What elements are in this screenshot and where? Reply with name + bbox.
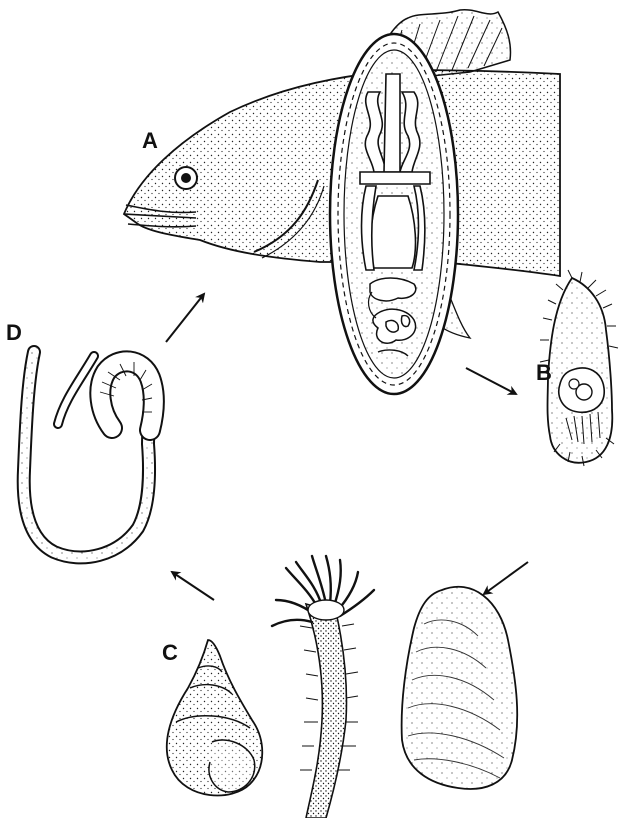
snail-host [167, 640, 263, 796]
adult-worm [330, 34, 458, 394]
label-c: C [162, 640, 178, 665]
label-b: B [536, 360, 552, 385]
polychaete-host [272, 556, 374, 818]
arrow-a-to-b [466, 368, 516, 394]
arrow-c-to-d [172, 572, 214, 600]
juvenile-worm-d [24, 352, 156, 557]
arrow-d-to-a [166, 294, 204, 342]
label-d: D [6, 320, 22, 345]
label-a: A [142, 128, 158, 153]
bivalve-host [402, 587, 518, 789]
arrow-b-to-c [484, 562, 528, 594]
